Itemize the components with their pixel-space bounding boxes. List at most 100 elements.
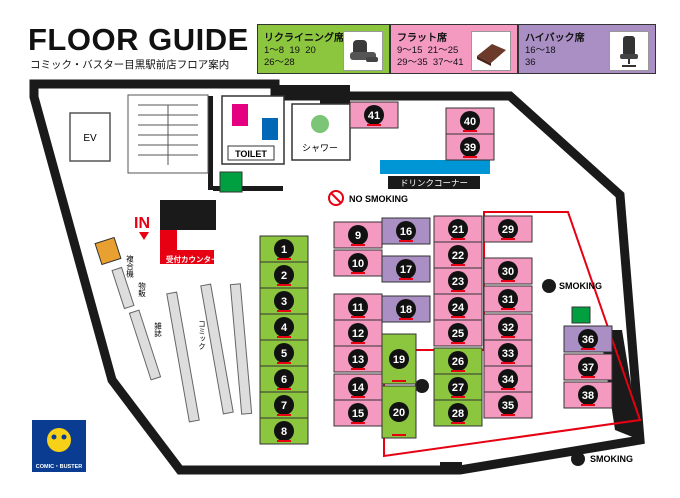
- seat-number: 2: [281, 270, 287, 282]
- wall-segment-mid2: [213, 186, 283, 191]
- wall-segment-mid: [208, 96, 213, 190]
- smoking-icon-right: [542, 279, 556, 293]
- seat-25[interactable]: 25: [433, 319, 483, 347]
- seat-29[interactable]: 29: [483, 215, 533, 243]
- comic-label: コミック: [198, 320, 207, 350]
- seat-number-badge: [274, 395, 294, 415]
- seat-26[interactable]: 26: [433, 347, 483, 375]
- seat-number-badge: [348, 323, 368, 343]
- seat-22[interactable]: 22: [433, 241, 483, 269]
- seat-number: 32: [502, 322, 514, 334]
- seat-number: 31: [502, 294, 514, 306]
- seat-40[interactable]: 40: [445, 107, 495, 135]
- seat-31[interactable]: 31: [483, 285, 533, 313]
- seat-11[interactable]: 11: [333, 293, 383, 321]
- smoking-icon-center: [415, 379, 429, 393]
- seat-12[interactable]: 12: [333, 319, 383, 347]
- seat-number-badge: [498, 289, 518, 309]
- seat-7[interactable]: 7: [259, 391, 309, 419]
- seat-number: 9: [355, 230, 361, 242]
- male-toilet-icon: [262, 118, 278, 140]
- seat-8[interactable]: 8: [259, 417, 309, 445]
- smoking-label-right: SMOKING: [559, 281, 602, 291]
- wall-block-bottom: [440, 462, 462, 470]
- seat-number-badge: [498, 343, 518, 363]
- seat-17[interactable]: 17: [381, 255, 431, 283]
- seat-15[interactable]: 15: [333, 399, 383, 427]
- legend-flat-values: 9〜15 21〜25 29〜35 37〜41: [397, 45, 464, 68]
- seat-39[interactable]: 39: [445, 133, 495, 161]
- seat-number: 35: [502, 400, 514, 412]
- seat-38[interactable]: 38: [563, 381, 613, 409]
- seat-14[interactable]: 14: [333, 373, 383, 401]
- seat-9[interactable]: 9: [333, 221, 383, 249]
- seat-number-badge: [396, 259, 416, 279]
- seat-23[interactable]: 23: [433, 267, 483, 295]
- high-back-chair-icon: [609, 31, 649, 71]
- seat-18[interactable]: 18: [381, 295, 431, 323]
- seat-number-badge: [498, 395, 518, 415]
- legend-flat-title: フラット席: [397, 33, 447, 44]
- seat-32[interactable]: 32: [483, 313, 533, 341]
- seat-number-badge: [274, 265, 294, 285]
- seat-number-badge: [498, 261, 518, 281]
- logo-text: COMIC・BUSTER: [35, 464, 83, 470]
- legend-flat: フラット席 9〜15 21〜25 29〜35 37〜41: [390, 24, 518, 74]
- seat-number-badge: [578, 329, 598, 349]
- seat-number-badge: [448, 377, 468, 397]
- seat-number: 8: [281, 426, 287, 438]
- seat-number-badge: [498, 219, 518, 239]
- seat-30[interactable]: 30: [483, 257, 533, 285]
- seat-1[interactable]: 1: [259, 235, 309, 263]
- seat-24[interactable]: 24: [433, 293, 483, 321]
- seat-number-badge: [396, 299, 416, 319]
- seat-number-badge: [348, 225, 368, 245]
- seat-number: 28: [452, 408, 464, 420]
- seat-35[interactable]: 35: [483, 391, 533, 419]
- shower-label: シャワー: [302, 143, 338, 153]
- seat-21[interactable]: 21: [433, 215, 483, 243]
- seat-number-badge: [578, 385, 598, 405]
- seat-number: 20: [393, 407, 405, 419]
- legend-highback-title: ハイバック席: [525, 33, 585, 44]
- seat-28[interactable]: 28: [433, 399, 483, 427]
- seat-number-badge: [348, 253, 368, 273]
- seat-33[interactable]: 33: [483, 339, 533, 367]
- seat-16[interactable]: 16: [381, 217, 431, 245]
- seat-number-badge: [348, 403, 368, 423]
- seat-20[interactable]: 20: [381, 385, 417, 439]
- seat-5[interactable]: 5: [259, 339, 309, 367]
- seat-number: 24: [452, 302, 465, 314]
- seat-number: 22: [452, 250, 464, 262]
- seat-number-badge: [274, 239, 294, 259]
- seat-36[interactable]: 36: [563, 325, 613, 353]
- seat-number: 5: [281, 348, 287, 360]
- seat-37[interactable]: 37: [563, 353, 613, 381]
- seat-number-badge: [448, 271, 468, 291]
- seat-4[interactable]: 4: [259, 313, 309, 341]
- seat-number-badge: [274, 369, 294, 389]
- seat-number: 1: [281, 244, 287, 256]
- seat-number-badge: [448, 323, 468, 343]
- seat-27[interactable]: 27: [433, 373, 483, 401]
- seat-19[interactable]: 19: [381, 333, 417, 385]
- seat-13[interactable]: 13: [333, 345, 383, 373]
- drink-counter: [380, 160, 490, 174]
- seat-3[interactable]: 3: [259, 287, 309, 315]
- seat-number: 7: [281, 400, 287, 412]
- seat-number-badge: [274, 291, 294, 311]
- seat-2[interactable]: 2: [259, 261, 309, 289]
- drink-corner-label: ドリンクコーナー: [400, 178, 468, 188]
- page-subtitle: コミック・バスター目黒駅前店フロア案内: [30, 59, 230, 71]
- seat-number: 36: [582, 334, 594, 346]
- seat-number-badge: [389, 349, 409, 369]
- toilet-label: TOILET: [235, 149, 267, 159]
- seat-41[interactable]: 41: [349, 101, 399, 129]
- seat-number: 34: [502, 374, 515, 386]
- seat-34[interactable]: 34: [483, 365, 533, 393]
- seat-number-badge: [348, 377, 368, 397]
- seat-6[interactable]: 6: [259, 365, 309, 393]
- counter-label: 受付カウンター: [166, 254, 219, 264]
- seat-10[interactable]: 10: [333, 249, 383, 277]
